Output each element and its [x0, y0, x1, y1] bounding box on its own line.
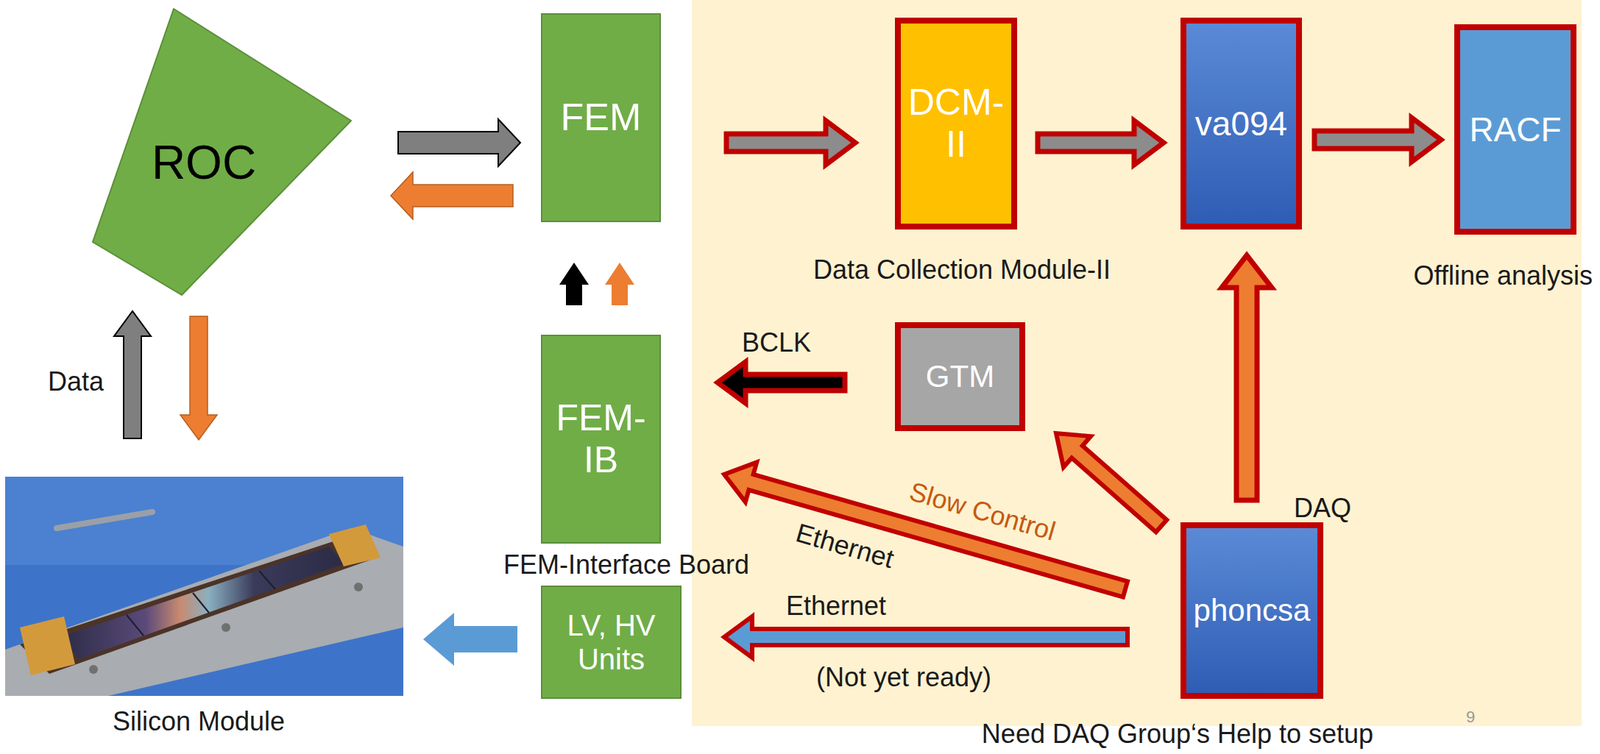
block-arrow	[1221, 255, 1272, 501]
silicon-module: Silicon Module	[5, 476, 404, 697]
box-label: DCM- II	[905, 81, 1007, 167]
block-arrow	[1056, 433, 1167, 533]
block-arrow	[1314, 117, 1442, 162]
box-caption: Silicon Module	[112, 706, 285, 737]
fem-box: FEM	[540, 13, 661, 223]
screw	[89, 665, 98, 675]
photo-ground	[5, 476, 404, 697]
dcm-box: DCM- IIData Collection Module-II	[894, 17, 1018, 230]
block-arrow	[724, 462, 1128, 598]
page-number: 9	[1466, 708, 1475, 727]
server-box: phoncsaDAQ	[1180, 522, 1324, 700]
box-caption: Offline analysis	[1413, 260, 1593, 291]
box-label: GTM	[905, 359, 1015, 395]
sensor-gap	[192, 593, 210, 614]
block-arrow	[114, 311, 151, 439]
block-arrow	[604, 262, 635, 306]
box-caption: DAQ	[1293, 493, 1352, 524]
edge-label: BCLK	[741, 327, 812, 358]
block-arrow	[726, 120, 856, 165]
block-arrow	[180, 316, 218, 441]
sensor-gap	[126, 615, 144, 636]
gtm-box: GTM	[894, 322, 1026, 432]
box-label: FEM- IB	[546, 397, 656, 483]
block-arrow	[390, 172, 513, 220]
block-arrow	[724, 616, 1128, 658]
racf-box: RACFOffline analysis	[1454, 24, 1577, 235]
edge-label: Data	[47, 366, 104, 397]
block-arrow	[423, 613, 518, 667]
module-base	[19, 535, 377, 675]
edge-label: Ethernet	[786, 590, 887, 622]
roc-shape	[92, 8, 352, 296]
status-note: (Not yet ready)	[816, 662, 992, 693]
sensor-gap	[259, 571, 276, 590]
box-caption: FEM-Interface Board	[503, 549, 750, 580]
gold-end	[19, 616, 76, 676]
roc-pentagon: ROC	[91, 8, 352, 296]
box-label: LV, HV Units	[546, 608, 676, 677]
power-box: LV, HV Units	[540, 585, 682, 700]
block-arrow	[717, 362, 845, 404]
silicon-module-photo	[5, 476, 404, 697]
block-arrow	[398, 119, 521, 167]
silicon-sensors	[60, 546, 346, 660]
box-label: va094	[1190, 104, 1292, 144]
block-arrow	[1037, 120, 1164, 165]
block-arrow	[559, 262, 589, 306]
gold-end	[328, 524, 381, 567]
box-caption: Data Collection Module-II	[813, 254, 1111, 285]
region-note: Need DAQ Group‘s Help to setup	[981, 719, 1374, 750]
box-label: RACF	[1464, 110, 1567, 150]
box-label: phoncsa	[1190, 593, 1313, 629]
box-label: ROC	[151, 136, 257, 191]
fem-ib-box: FEM- IBFEM-Interface Board	[540, 334, 661, 544]
tool	[56, 512, 153, 529]
server-box: va094	[1180, 17, 1302, 230]
screw	[354, 582, 363, 592]
box-label: FEM	[546, 95, 656, 140]
screw	[221, 623, 231, 633]
